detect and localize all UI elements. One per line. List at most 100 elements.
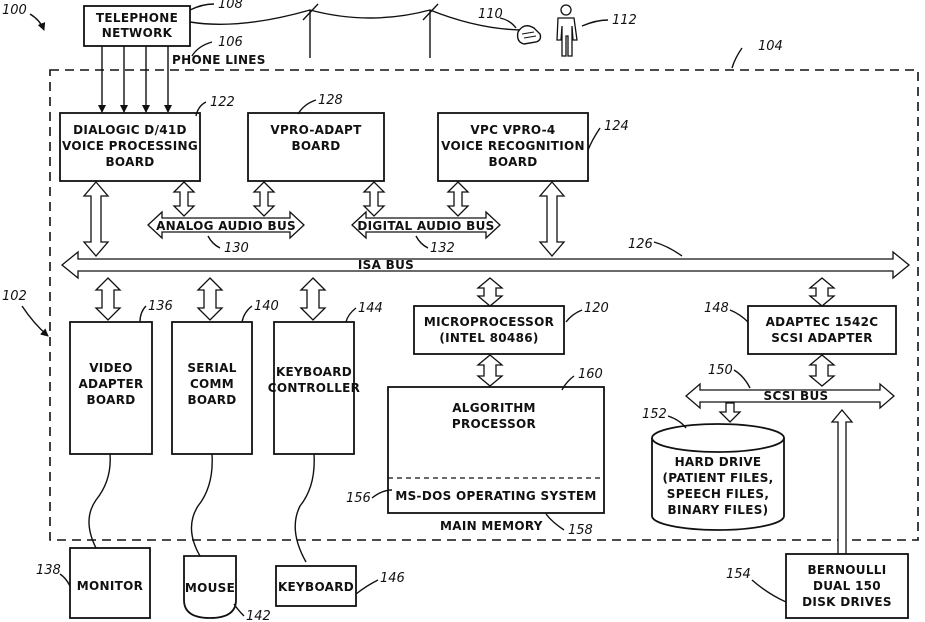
microprocessor-label-2: (INTEL 80486) (439, 331, 538, 345)
dialogic-label-2: VOICE PROCESSING (62, 139, 198, 153)
scsi-bus-to-hard-drive (720, 403, 740, 422)
phone-lines (102, 46, 168, 112)
bernoulli-label-3: DISK DRIVES (802, 595, 892, 609)
microprocessor-to-memory (478, 355, 502, 386)
microprocessor-ref-leader (566, 310, 582, 322)
computer-ref-leader (22, 306, 48, 336)
hard-drive-label-1: HARD DRIVE (675, 455, 762, 469)
person-icon (557, 5, 577, 56)
msdos-label: MS-DOS OPERATING SYSTEM (395, 489, 596, 503)
system-ref-leader (732, 48, 742, 68)
mouse-label: MOUSE (185, 581, 235, 595)
algorithm-label-2: PROCESSOR (452, 417, 536, 431)
video-label-2: ADAPTER (78, 377, 143, 391)
person-ref-leader (582, 20, 608, 26)
monitor-cable (89, 454, 110, 548)
isa-to-scsi-adapter (810, 278, 834, 306)
analog-audio-bus-ref: 130 (224, 241, 249, 256)
scsi-bus-ref: 150 (708, 363, 733, 378)
main-memory-ref: 158 (568, 523, 593, 538)
keyboard-ctrl-label-2: CONTROLLER (268, 381, 360, 395)
person-ref: 112 (612, 13, 637, 28)
serial-ref-leader (242, 306, 252, 322)
hard-drive-ref: 152 (642, 407, 667, 422)
vpc-label-1: VPC VPRO-4 (470, 123, 555, 137)
bernoulli-label-1: BERNOULLI (807, 563, 886, 577)
telephone-wire (190, 10, 525, 30)
dialogic-to-isa-bus (84, 182, 108, 256)
keyboard-ctrl-ref: 144 (358, 301, 383, 316)
isa-to-keyboard-controller (301, 278, 325, 320)
isa-to-microprocessor (478, 278, 502, 306)
microprocessor-ref: 120 (584, 301, 609, 316)
scsi-adapter-box (748, 306, 896, 354)
vpro-adapt-label-2: BOARD (291, 139, 340, 153)
keyboard-ctrl-label-1: KEYBOARD (276, 365, 352, 379)
mouse-ref-leader (234, 604, 244, 616)
algorithm-label-1: ALGORITHM (452, 401, 536, 415)
scsi-adapter-label-2: SCSI ADAPTER (771, 331, 873, 345)
phone-lines-ref: 106 (218, 35, 243, 50)
dialogic-ref: 122 (210, 95, 235, 110)
computer-ref: 102 (2, 289, 27, 304)
keyboard-ctrl-ref-leader (346, 308, 356, 322)
vpc-to-isa-bus (540, 182, 564, 256)
vpc-ref: 124 (604, 119, 629, 134)
microprocessor-label-1: MICROPROCESSOR (424, 315, 554, 329)
vpc-to-digital-bus (448, 182, 468, 216)
main-memory-ref-leader (546, 514, 564, 530)
vpro-adapt-ref: 128 (318, 93, 343, 108)
figure-ref: 100 (2, 3, 27, 18)
bernoulli-label-2: DUAL 150 (813, 579, 881, 593)
isa-bus (62, 252, 909, 278)
video-label-1: VIDEO (89, 361, 133, 375)
hard-drive-label-3: SPEECH FILES, (667, 487, 769, 501)
telephone-network-label-1: TELEPHONE (96, 11, 178, 25)
video-ref: 136 (148, 299, 173, 314)
vpro-adapt-to-digital-bus (364, 182, 384, 216)
scsi-adapter-ref-leader (730, 310, 748, 322)
keyboard-cable (295, 454, 314, 562)
dialogic-label-1: DIALOGIC D/41D (73, 123, 187, 137)
scsi-bus-ref-leader (734, 370, 750, 388)
monitor-ref: 138 (36, 563, 61, 578)
vpro-adapt-to-analog-bus (254, 182, 274, 216)
figure-ref-leader (30, 14, 44, 30)
scsi-bus-label: SCSI BUS (764, 389, 829, 403)
keyboard-ref: 146 (380, 571, 405, 586)
digital-audio-bus-ref: 132 (430, 241, 455, 256)
digital-audio-bus-ref-leader (416, 236, 428, 248)
mouse-ref: 142 (246, 609, 271, 622)
phone-lines-label: PHONE LINES (172, 53, 266, 67)
monitor-label: MONITOR (77, 579, 143, 593)
dialogic-label-3: BOARD (105, 155, 154, 169)
video-label-3: BOARD (86, 393, 135, 407)
serial-label-2: COMM (190, 377, 234, 391)
telephone-network-ref: 108 (218, 0, 243, 12)
system-ref: 104 (758, 39, 783, 54)
analog-audio-bus-label: ANALOG AUDIO BUS (156, 219, 296, 233)
telephone-network-label-2: NETWORK (102, 26, 173, 40)
scsi-adapter-ref: 148 (704, 301, 729, 316)
hard-drive-top (652, 424, 784, 452)
isa-bus-label: ISA BUS (358, 258, 414, 272)
hard-drive-label-4: BINARY FILES) (668, 503, 769, 517)
msdos-ref: 156 (346, 491, 371, 506)
serial-ref: 140 (254, 299, 279, 314)
monitor-ref-leader (60, 574, 70, 586)
isa-to-video (96, 278, 120, 320)
analog-audio-bus-ref-leader (208, 236, 220, 248)
vpc-label-2: VOICE RECOGNITION (441, 139, 585, 153)
isa-to-serial (198, 278, 222, 320)
vpc-ref-leader (588, 128, 600, 150)
keyboard-ref-leader (356, 580, 378, 594)
bernoulli-to-scsi-bus (832, 410, 852, 554)
digital-audio-bus-label: DIGITAL AUDIO BUS (357, 219, 494, 233)
vpc-label-3: BOARD (488, 155, 537, 169)
bernoulli-ref: 154 (726, 567, 751, 582)
hard-drive-label-2: (PATIENT FILES, (663, 471, 774, 485)
video-ref-leader (140, 306, 146, 322)
vpro-adapt-label-1: VPRO-ADAPT (270, 123, 362, 137)
main-memory-label: MAIN MEMORY (440, 519, 543, 533)
scsi-adapter-to-bus (810, 355, 834, 386)
